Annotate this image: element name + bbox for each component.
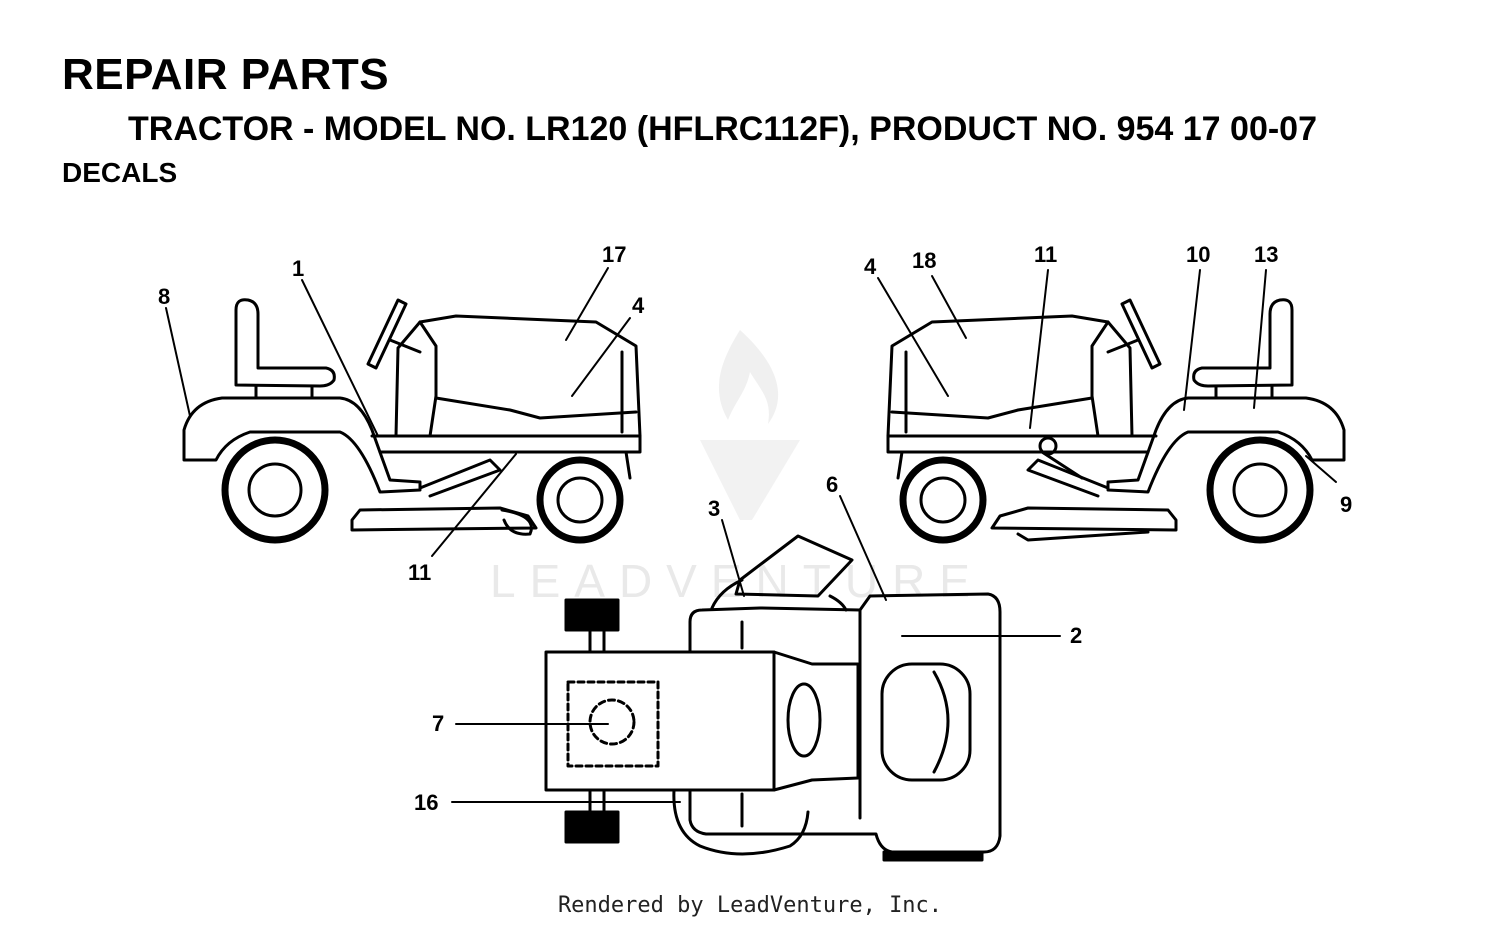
callout-11-left: 11	[408, 560, 431, 585]
footer-credit: Rendered by LeadVenture, Inc.	[557, 893, 943, 918]
callout-13: 13	[1254, 242, 1278, 267]
callout-17: 17	[602, 242, 626, 267]
watermark-text: LEADVENTURE	[490, 555, 984, 607]
callout-4-right: 4	[864, 254, 877, 279]
callout-9: 9	[1340, 492, 1352, 517]
left-side-tractor	[165, 267, 642, 557]
callout-6: 6	[826, 472, 838, 497]
model-subtitle: TRACTOR - MODEL NO. LR120 (HFLRC112F), P…	[128, 110, 1317, 148]
right-side-tractor	[886, 298, 1346, 544]
callout-4-left: 4	[632, 293, 645, 318]
top-view-tractor	[451, 495, 1061, 862]
callout-11-right: 11	[1034, 242, 1057, 267]
right-leader-lines	[877, 269, 1337, 483]
callout-10: 10	[1186, 242, 1210, 267]
callout-labels: 1 17 4 8 11 4 18 11 10 13 9 3 6 2 7 16	[158, 242, 1352, 815]
watermark: LEADVENTURE	[490, 330, 984, 607]
section-heading: DECALS	[62, 157, 178, 188]
callout-1: 1	[292, 256, 304, 281]
callout-3: 3	[708, 496, 720, 521]
page-title: REPAIR PARTS	[62, 50, 390, 99]
callout-7: 7	[432, 711, 444, 736]
callout-8: 8	[158, 284, 170, 309]
callout-16: 16	[414, 790, 438, 815]
callout-2: 2	[1070, 623, 1082, 648]
callout-18: 18	[912, 248, 936, 273]
